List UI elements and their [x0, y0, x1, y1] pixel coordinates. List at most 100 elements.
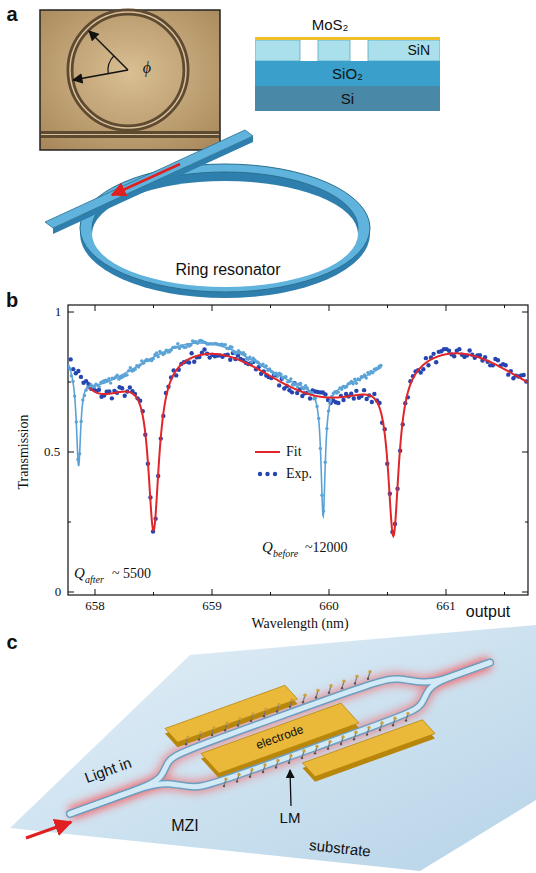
substrate [10, 625, 536, 871]
quality-subscript: before [273, 548, 298, 560]
molecule [329, 684, 332, 687]
pointer-arrows [26, 822, 71, 838]
pointer-arrows [290, 770, 291, 806]
waveguide [70, 663, 490, 814]
molecule [264, 708, 267, 711]
x-minor-tick [504, 592, 505, 595]
data-dot [250, 360, 253, 363]
substrate [10, 625, 536, 871]
molecule [263, 763, 266, 766]
y-tick [525, 522, 528, 523]
data-dot [68, 357, 72, 361]
x-minor-tick [270, 592, 271, 595]
measured-dots-before [68, 339, 383, 513]
data-dot [363, 373, 366, 376]
y-tick [522, 312, 528, 313]
x-tick [329, 305, 330, 311]
molecule [236, 780, 238, 782]
data-dot [317, 417, 320, 420]
data-dot [320, 494, 323, 497]
axis-tick-label: 658 [85, 599, 105, 614]
axis-tick-label: 661 [436, 599, 456, 614]
data-dot [296, 385, 299, 388]
molecule [379, 729, 381, 731]
data-dot [81, 398, 84, 401]
legend-text: Fit [286, 444, 302, 460]
data-dot [192, 360, 196, 364]
data-dot [176, 342, 179, 345]
data-dot [365, 376, 368, 379]
data-dot [152, 357, 155, 360]
layer-label: SiN [407, 42, 430, 58]
data-dot [421, 367, 425, 371]
transmission-plot [68, 305, 528, 595]
y-tick [68, 592, 74, 593]
microscope-photo [41, 134, 219, 135]
ring-resonator [80, 164, 370, 292]
molecule [224, 777, 227, 780]
y-tick [68, 452, 74, 453]
data-dot [68, 367, 71, 370]
molecule [186, 736, 189, 739]
angle-marker [73, 31, 128, 80]
data-dot [496, 358, 500, 362]
ring-resonator [80, 164, 370, 298]
device-label: MZI [171, 817, 199, 835]
x-tick [212, 305, 213, 311]
data-dot [248, 355, 251, 358]
legend-line-sample [255, 451, 280, 453]
molecule [290, 698, 293, 701]
molecule [289, 706, 291, 708]
y-tick [522, 592, 528, 593]
data-dot [323, 392, 327, 396]
port-label: output [466, 603, 510, 621]
transmission-plot [66, 305, 529, 595]
mzi-device [70, 663, 490, 814]
data-dot [341, 398, 345, 402]
molecule [251, 712, 254, 715]
molecule [301, 757, 303, 759]
bus-waveguide [112, 164, 180, 195]
data-dot [315, 405, 318, 408]
data-dot [289, 377, 292, 380]
x-minor-tick [270, 305, 271, 308]
data-dot [424, 356, 428, 360]
light-glow [70, 663, 490, 814]
quality-value: ~12000 [305, 540, 348, 556]
x-minor-tick [153, 305, 154, 308]
data-dot [123, 394, 127, 398]
molecule [393, 717, 396, 720]
quality-value: ~ 5500 [112, 566, 151, 582]
data-dot [274, 372, 277, 375]
data-dot [134, 367, 137, 370]
data-dot [78, 452, 81, 455]
molecule [185, 743, 187, 745]
data-dot [276, 374, 279, 377]
bus-waveguide [45, 130, 253, 228]
data-dot [83, 394, 86, 397]
molecule [341, 687, 343, 689]
material-label: MoS₂ [312, 16, 349, 33]
data-dot [521, 373, 525, 377]
panel-letter: a [6, 3, 17, 26]
axis-title: Wavelength (nm) [251, 616, 348, 632]
data-dot [364, 397, 368, 401]
data-dot [353, 378, 356, 381]
molecule [212, 726, 215, 729]
molecule [353, 738, 355, 740]
light-glow [70, 663, 490, 814]
molecule [342, 679, 345, 682]
molecule [211, 734, 213, 736]
molecule [238, 717, 241, 720]
data-dot [70, 374, 73, 377]
data-dot [327, 409, 330, 412]
data-dot [284, 375, 287, 378]
measured-dots-after [68, 347, 528, 534]
data-dot [279, 373, 282, 376]
data-dot [116, 373, 119, 376]
data-dot [322, 509, 325, 512]
data-dot [308, 396, 312, 400]
data-dot [71, 380, 74, 383]
data-dot [174, 345, 177, 348]
